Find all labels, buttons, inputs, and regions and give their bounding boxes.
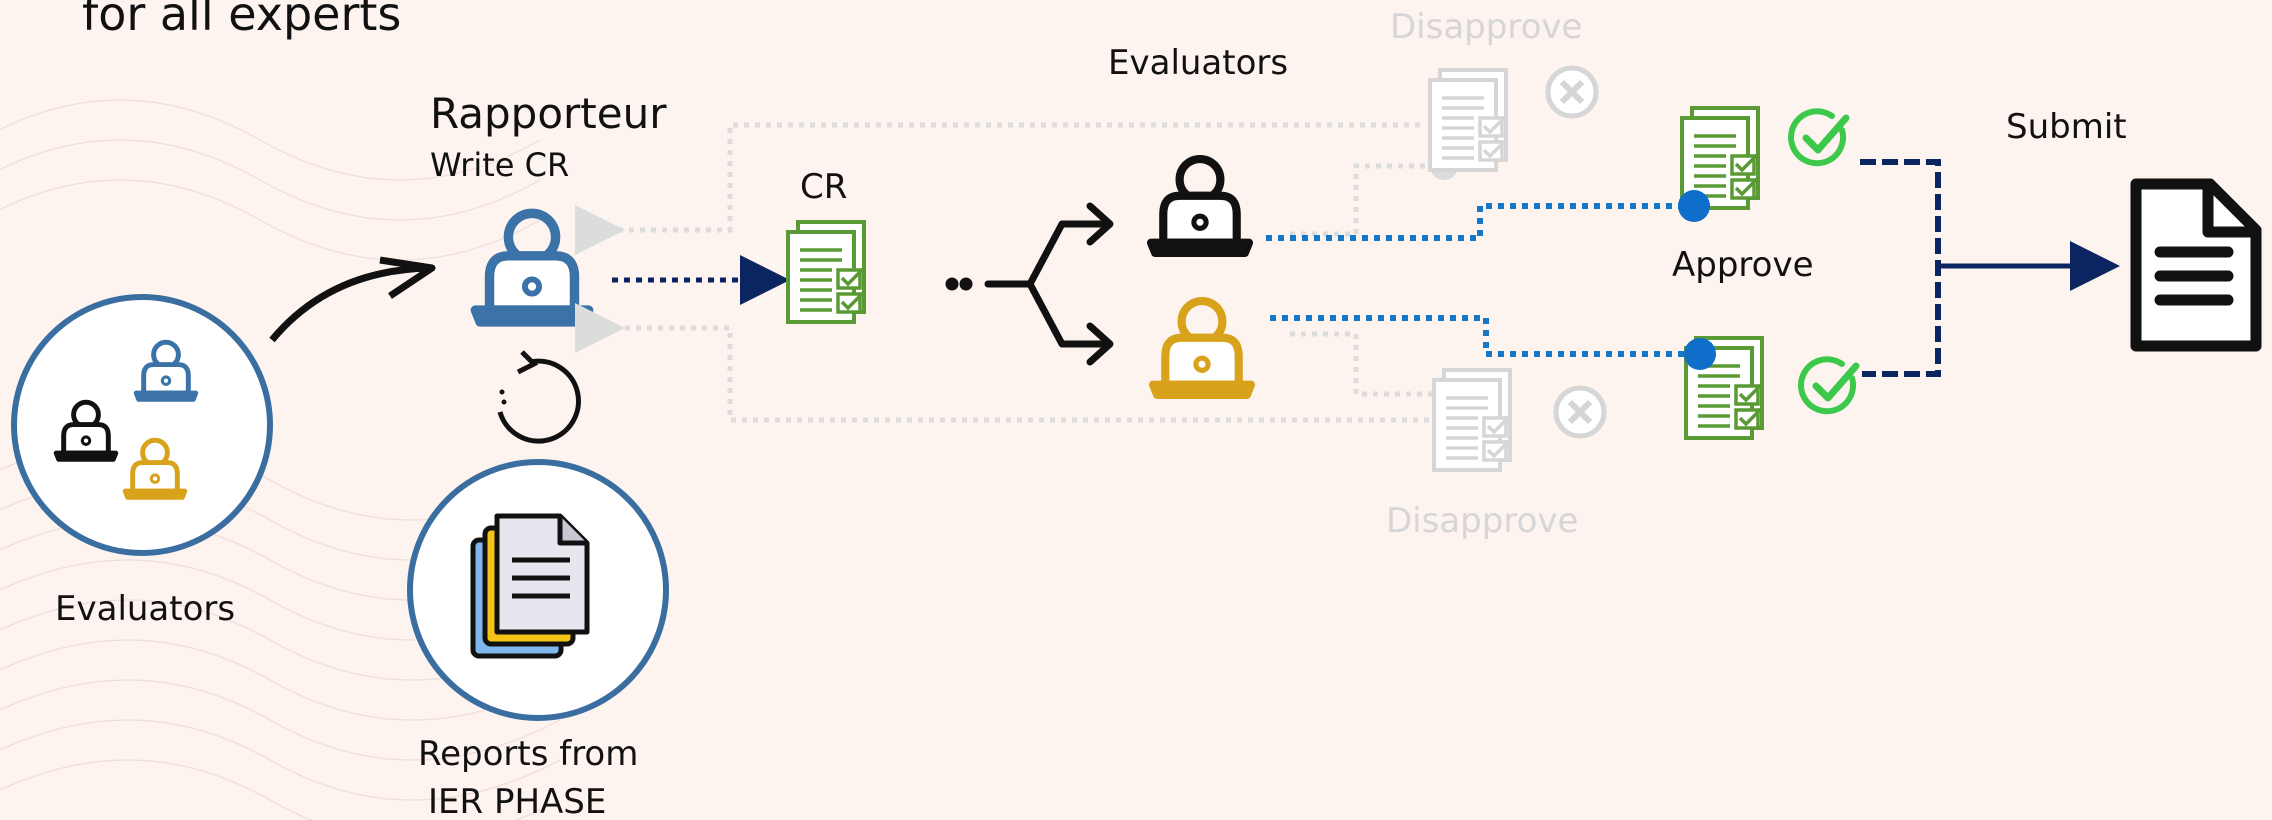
disapprove-paths xyxy=(1290,163,1446,397)
cr-label: CR xyxy=(800,167,847,207)
check-circle-icon xyxy=(1788,108,1850,167)
laptop-person-icon xyxy=(1151,159,1249,253)
x-circle-icon xyxy=(1545,65,1599,119)
disapproved-document-icon xyxy=(1432,368,1512,472)
reports-group xyxy=(407,459,669,721)
check-circle-icon xyxy=(1798,356,1860,415)
fork-arrow-icon xyxy=(945,202,1114,366)
evaluators-label: Evaluators xyxy=(1108,43,1288,83)
rapporteur-title: Rapporteur xyxy=(430,89,667,138)
disapprove-top-label: Disapprove xyxy=(1390,7,1582,47)
file-icon xyxy=(2130,178,2262,352)
heading: for all experts xyxy=(82,0,401,41)
file-icon xyxy=(470,513,590,659)
refresh-icon xyxy=(497,350,581,444)
evaluators-group xyxy=(11,294,273,556)
cr-document-icon xyxy=(786,220,866,324)
connector-dot xyxy=(1678,190,1710,222)
connector-dot xyxy=(1684,338,1716,370)
submit-label: Submit xyxy=(2006,107,2127,147)
curved-arrow-head xyxy=(379,256,436,299)
disapproved-document-icon xyxy=(1428,68,1508,172)
approve-label: Approve xyxy=(1672,245,1814,285)
merge-bracket xyxy=(1860,159,1941,377)
evaluators-group-label: Evaluators xyxy=(55,589,235,629)
approve-paths xyxy=(1266,203,1700,357)
return-paths xyxy=(575,122,1440,423)
x-circle-icon xyxy=(1553,385,1607,439)
rapporteur-subtitle: Write CR xyxy=(430,146,569,184)
laptop-person-icon xyxy=(1153,301,1251,395)
laptop-person-icon xyxy=(475,213,588,322)
reports-label-line1: Reports from xyxy=(418,734,638,774)
reports-label-line2: IER PHASE xyxy=(428,782,606,820)
disapprove-bottom-label: Disapprove xyxy=(1386,501,1578,541)
curved-arrow xyxy=(269,264,431,343)
